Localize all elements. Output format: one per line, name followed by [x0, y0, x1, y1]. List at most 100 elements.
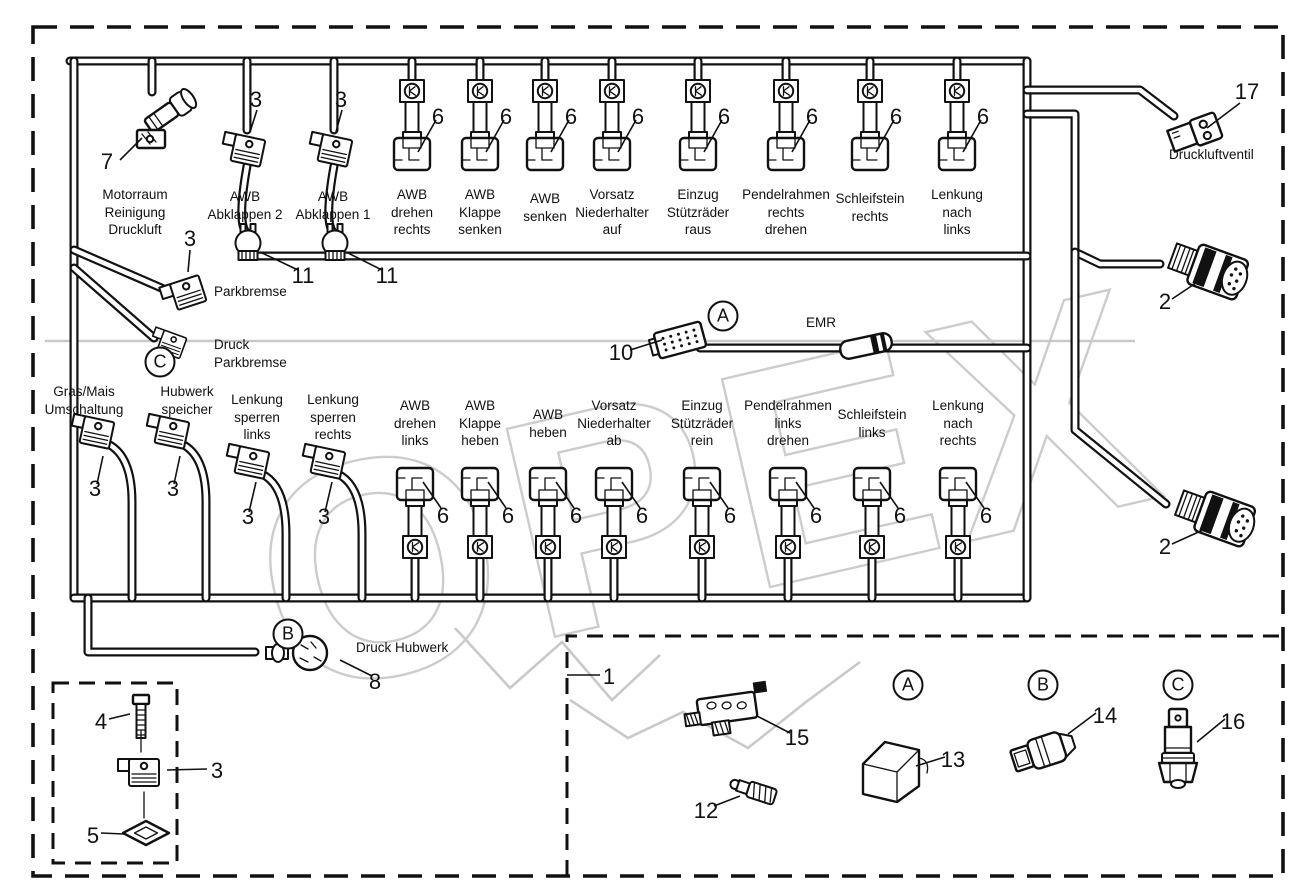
- part-number-16: 16: [1220, 709, 1246, 734]
- valve-connector-awb-klappe-senken: [460, 78, 500, 172]
- coil-connector-3-inset: [117, 758, 160, 787]
- label-emr: EMR: [806, 315, 836, 330]
- part-number-3-sperren-rechts: 3: [317, 504, 331, 529]
- part-number-4: 4: [94, 709, 108, 734]
- valve-connector-schleifstein-rechts: [850, 78, 890, 172]
- label-vorsatz-niederhalter-auf: Vorsatz Niederhalter auf: [575, 187, 649, 238]
- label-einzug-stuetzraeder-raus: Einzug Stützräder raus: [666, 187, 730, 238]
- pressure-switch-14: [1007, 726, 1080, 777]
- label-pendelrahmen-rechts-drehen: Pendelrahmen rechts drehen: [742, 187, 830, 238]
- part-number-2-bottom: 2: [1158, 534, 1172, 559]
- part-number-3-hubwerk: 3: [166, 476, 180, 501]
- part-number-13: 13: [940, 747, 966, 772]
- label-druck-parkbremse: Druck Parkbremse: [214, 337, 287, 370]
- label-druck-hubwerk: Druck Hubwerk: [356, 640, 449, 655]
- air-gun-connector-7: [135, 85, 201, 150]
- ref-circle-b: B: [272, 618, 304, 650]
- part-number-5: 5: [86, 823, 100, 848]
- valve-connector-awb-drehen-rechts: [392, 78, 432, 172]
- part-number-6: 6: [635, 503, 649, 528]
- label-awb-drehen-rechts: AWB drehen rechts: [390, 187, 434, 238]
- part-number-3-abklappen-2: 3: [249, 87, 263, 112]
- part-number-6: 6: [889, 104, 903, 129]
- label-pendelrahmen-links-drehen: Pendelrahmen links drehen: [744, 398, 832, 449]
- label-awb-drehen-links: AWB drehen links: [393, 398, 437, 449]
- part-number-6: 6: [979, 503, 993, 528]
- coil-connector-awb-abklappen-1: [305, 130, 354, 168]
- label-schleifstein-rechts: Schleifstein rechts: [835, 191, 905, 224]
- label-hubwerk-speicher: Hubwerk speicher: [160, 384, 214, 417]
- label-awb-senken: AWB senken: [523, 191, 567, 224]
- label-schleifstein-links: Schleifstein links: [837, 407, 907, 440]
- valve-connector-pendelrahmen-rechts-drehen: [766, 78, 806, 172]
- part-number-6: 6: [717, 104, 731, 129]
- part-number-6: 6: [499, 104, 513, 129]
- ref-circle-c-legend: C: [1162, 669, 1194, 701]
- part-number-3-sperren-links: 3: [241, 504, 255, 529]
- part-number-6: 6: [436, 503, 450, 528]
- ref-circle-c: C: [144, 346, 176, 378]
- label-druckluftventil: Druckluftventil: [1169, 147, 1254, 162]
- part-number-15: 15: [784, 725, 810, 750]
- label-awb-klappe-senken: AWB Klappe senken: [458, 187, 502, 238]
- ref-circle-b-legend: B: [1027, 669, 1059, 701]
- outer-dashed-border: [31, 25, 1285, 878]
- valve-connector-lenkung-nach-links: [937, 78, 977, 172]
- part-number-6: 6: [564, 104, 578, 129]
- label-lenkung-sperren-rechts: Lenkung sperren rechts: [307, 392, 359, 443]
- part-number-6: 6: [631, 104, 645, 129]
- part-number-10: 10: [608, 340, 634, 365]
- connector-symbols: [67, 78, 1262, 847]
- part-number-3-gras-mais: 3: [88, 476, 102, 501]
- part-number-6: 6: [809, 503, 823, 528]
- coil-connector-hubwerk-speicher: [142, 412, 191, 450]
- manifold-block-15: [680, 679, 774, 741]
- part-number-2-top: 2: [1158, 289, 1172, 314]
- callout-leader-lines: [96, 102, 1241, 835]
- valve-connector-vorsatz-niederhalter-auf: [592, 78, 632, 172]
- part-number-3-inset: 3: [210, 758, 224, 783]
- part-number-7: 7: [100, 149, 114, 174]
- label-awb-heben: AWB heben: [529, 407, 567, 440]
- threaded-plug-12: [727, 774, 779, 807]
- pressure-sensor-16: [1157, 707, 1199, 790]
- label-lenkung-nach-links: Lenkung nach links: [931, 187, 983, 238]
- label-einzug-stuetzraeder-rein: Einzug Stützräder rein: [670, 398, 734, 449]
- part-number-6: 6: [893, 503, 907, 528]
- label-awb-abklappen-1: AWB Abklappen 1: [295, 189, 371, 222]
- valve-connector-awb-senken: [525, 78, 565, 172]
- label-vorsatz-niederhalter-ab: Vorsatz Niederhalter ab: [577, 398, 651, 449]
- label-gras-mais-umschaltung: Gras/Mais Umschaltung: [44, 384, 124, 417]
- part-number-6: 6: [569, 503, 583, 528]
- part-number-11-left: 11: [291, 263, 315, 288]
- label-lenkung-sperren-links: Lenkung sperren links: [231, 392, 283, 443]
- label-lenkung-nach-rechts: Lenkung nach rechts: [932, 398, 984, 449]
- part-number-17: 17: [1234, 79, 1260, 104]
- part-number-12: 12: [693, 798, 719, 823]
- label-awb-abklappen-2: AWB Abklappen 2: [207, 189, 283, 222]
- part-number-6: 6: [501, 503, 515, 528]
- coil-connector-awb-abklappen-2: [218, 130, 267, 168]
- part-number-1: 1: [602, 664, 616, 689]
- part-number-14: 14: [1092, 703, 1118, 728]
- coil-connector-parkbremse: [158, 274, 208, 315]
- cover-box-13: [861, 740, 929, 804]
- part-number-6: 6: [976, 104, 990, 129]
- part-number-6: 6: [723, 503, 737, 528]
- legend-box-border: [565, 634, 1282, 876]
- label-motorraum-reinigung-druckluft: Motorraum Reinigung Druckluft: [102, 187, 168, 238]
- round-multipin-connector-2-top: [1164, 234, 1255, 304]
- gasket-5: [121, 819, 171, 847]
- part-number-8: 8: [368, 669, 382, 694]
- label-awb-klappe-heben: AWB Klappe heben: [458, 398, 502, 449]
- ref-circle-a: A: [707, 300, 739, 332]
- valve-connector-einzug-stuetzraeder-raus: [678, 78, 718, 172]
- part-number-11-right: 11: [375, 263, 399, 288]
- part-number-6: 6: [431, 104, 445, 129]
- part-number-3-abklappen-1: 3: [334, 87, 348, 112]
- inset-box-border: [51, 681, 179, 865]
- label-parkbremse: Parkbremse: [214, 284, 287, 299]
- ref-circle-a-legend: A: [892, 669, 924, 701]
- part-number-3-parkbremse: 3: [183, 226, 197, 251]
